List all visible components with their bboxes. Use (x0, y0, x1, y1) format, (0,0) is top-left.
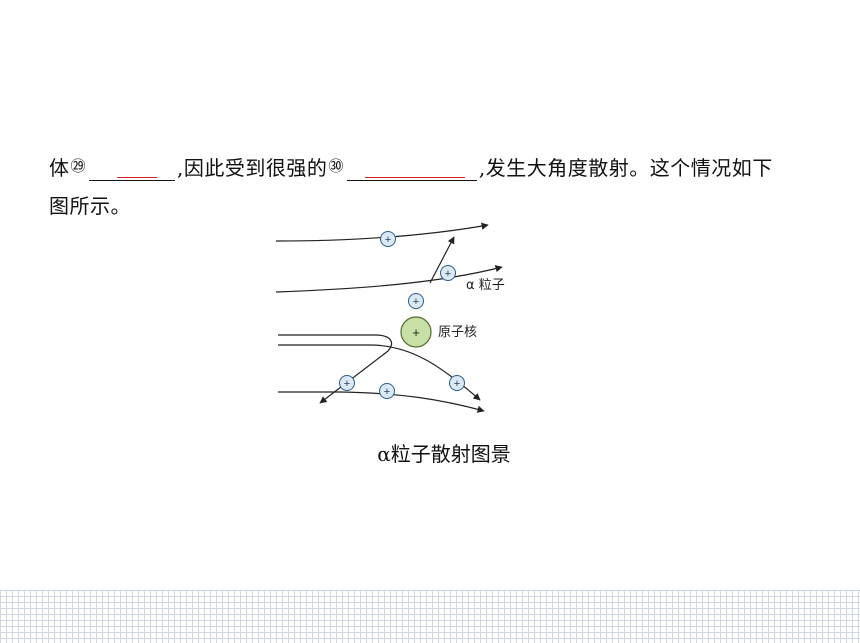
trajectories (275, 222, 503, 413)
svg-text:+: + (445, 268, 451, 280)
question-line-1: 体㉙ ,因此受到很强的㉚ ,发生大角度散射。这个情况如下 (49, 146, 829, 186)
text-part-1: 体 (49, 156, 70, 180)
alpha-particles: + + + + + + (339, 231, 465, 399)
question-text: 体㉙ ,因此受到很强的㉚ ,发生大角度散射。这个情况如下 图所示。 (49, 146, 829, 226)
red-underline-mark (117, 176, 158, 178)
red-underline-mark (364, 176, 465, 178)
alpha-scattering-diagram: + + + + + + + α 粒子 原子核 (275, 222, 505, 413)
question-line-2: 图所示。 (49, 194, 131, 218)
svg-text:+: + (413, 296, 419, 308)
text-part-2: ,因此受到很强的 (177, 156, 328, 180)
label-alpha-particle: α 粒子 (466, 278, 505, 293)
trajectory-upper-deflected (275, 265, 503, 293)
nucleus-symbol: + (412, 325, 420, 340)
svg-text:+: + (384, 386, 390, 398)
trajectory-lower-deflected (278, 344, 481, 401)
blank-marker-29: ㉙ (70, 157, 87, 175)
svg-text:+: + (385, 234, 391, 246)
text-part-3: ,发生大角度散射。这个情况如下 (478, 156, 773, 180)
answer-blank-30 (346, 158, 477, 181)
blank-marker-30: ㉚ (328, 157, 344, 175)
trajectory-bottom-deflected (278, 391, 485, 413)
alpha-particle: + (339, 375, 355, 391)
alpha-particle: + (449, 375, 465, 391)
figure-caption: α粒子散射图景 (377, 442, 511, 466)
nucleus: + (400, 316, 432, 348)
alpha-particle: + (440, 265, 456, 281)
decorative-grid-footer (0, 590, 860, 643)
svg-text:+: + (454, 378, 460, 390)
label-nucleus: 原子核 (438, 325, 477, 340)
trajectory-backscatter-upper (278, 334, 393, 404)
answer-blank-29 (89, 158, 176, 181)
alpha-particle: + (379, 383, 395, 399)
alpha-particle: + (408, 293, 424, 309)
figure-caption-container: α粒子散射图景 (0, 442, 860, 466)
trajectory-steep-up (429, 236, 455, 284)
alpha-particle: + (380, 231, 396, 247)
svg-text:+: + (344, 378, 350, 390)
